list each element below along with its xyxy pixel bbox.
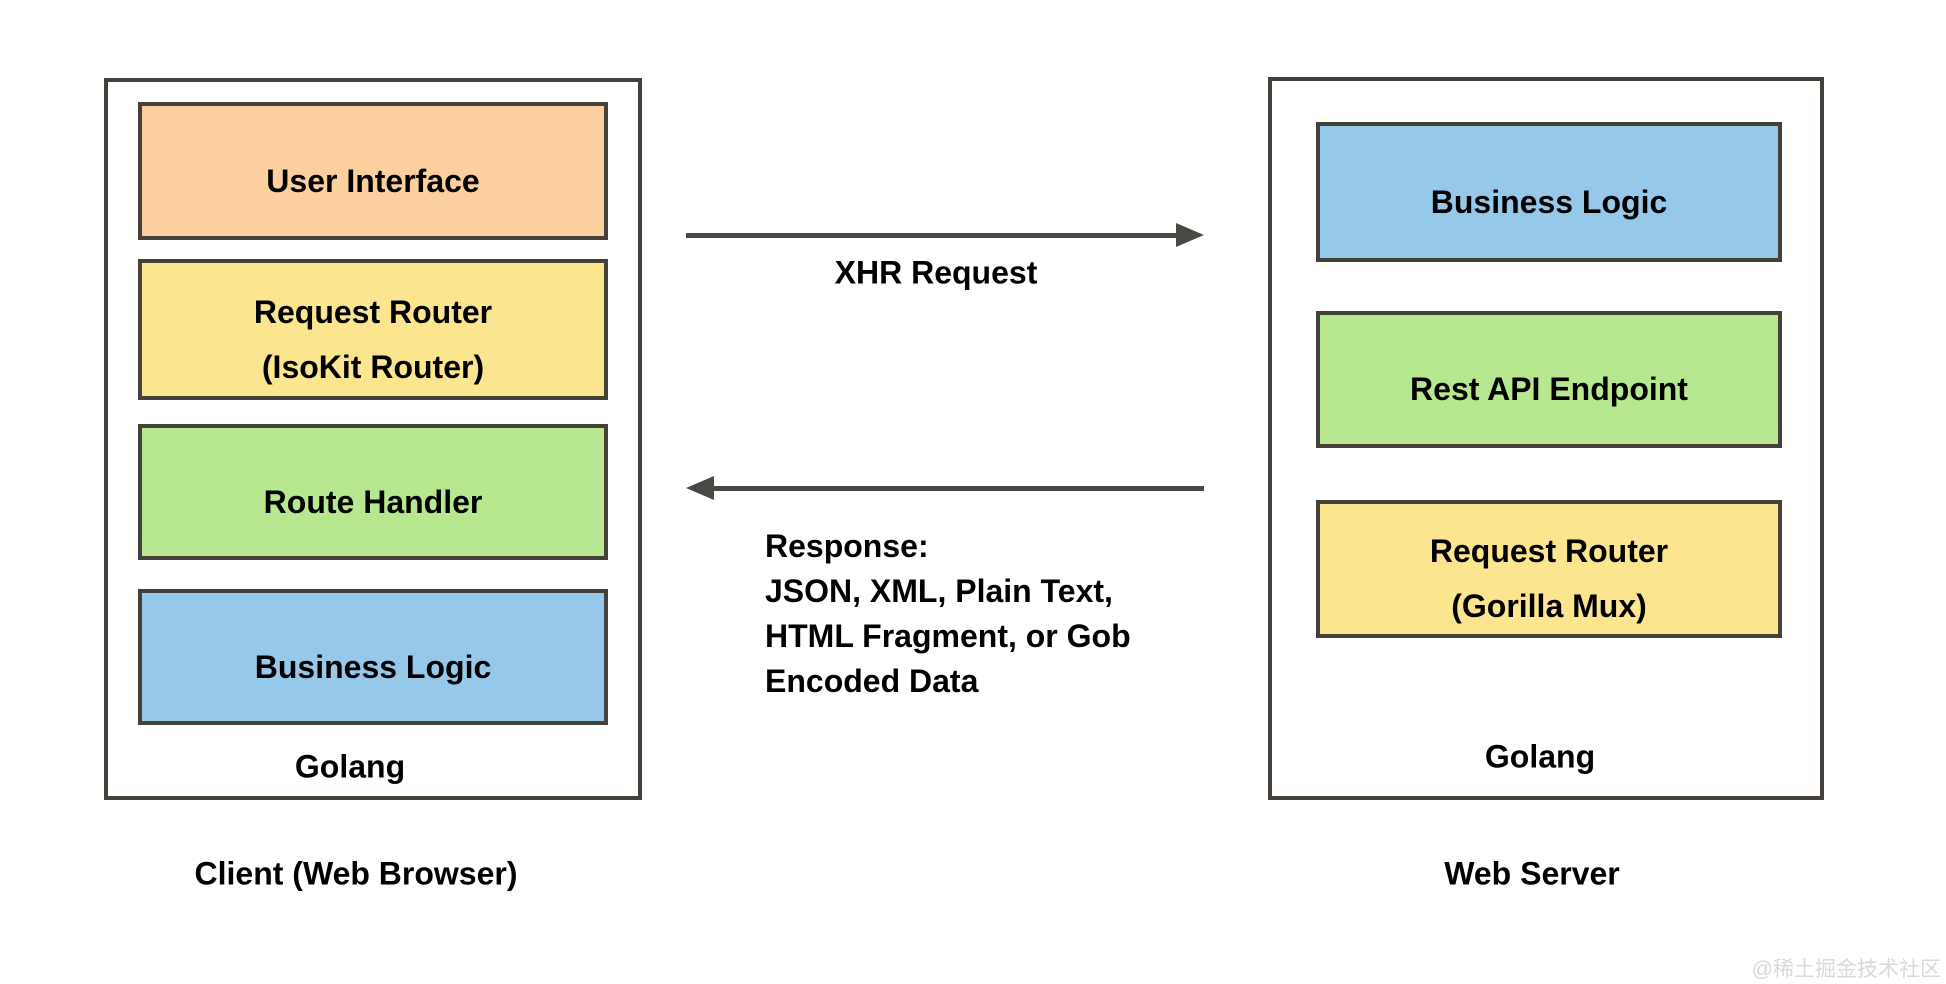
response-label-line: HTML Fragment, or Gob	[765, 618, 1131, 654]
client-box-route-handler: Route Handler	[138, 424, 608, 560]
request-arrowhead-right-icon	[1176, 223, 1204, 247]
box-label: Rest API Endpoint	[1410, 371, 1688, 407]
box-label: Business Logic	[254, 648, 492, 685]
client-caption: Client (Web Browser)	[194, 855, 518, 892]
box-label: User Interface	[266, 162, 480, 199]
response-arrow-label: Response: JSON, XML, Plain Text, HTML Fr…	[765, 524, 1131, 704]
client-runtime-label: Golang	[294, 748, 406, 785]
response-arrowhead-left-icon	[686, 476, 714, 500]
response-label-line: Encoded Data	[765, 663, 979, 699]
box-sublabel: (IsoKit Router)	[261, 348, 485, 385]
server-box-rest-api-endpoint: Rest API Endpoint	[1316, 311, 1782, 448]
box-label: Request Router	[1429, 533, 1669, 569]
response-label-line: JSON, XML, Plain Text,	[765, 573, 1113, 609]
server-box-business-logic: Business Logic	[1316, 122, 1782, 262]
request-arrow-line	[686, 233, 1176, 238]
server-caption: Web Server	[1444, 855, 1620, 892]
server-runtime-label: Golang	[1484, 738, 1596, 775]
client-box-request-router: Request Router (IsoKit Router)	[138, 259, 608, 400]
response-arrow-line	[714, 486, 1204, 491]
response-label-line: Response:	[765, 528, 929, 564]
client-box-business-logic: Business Logic	[138, 589, 608, 725]
request-arrow-label: XHR Request	[834, 254, 1038, 291]
box-label: Route Handler	[263, 483, 483, 520]
client-box-user-interface: User Interface	[138, 102, 608, 240]
server-box-request-router: Request Router (Gorilla Mux)	[1316, 500, 1782, 638]
box-label: Business Logic	[1430, 183, 1668, 220]
box-label: Request Router	[253, 293, 493, 330]
watermark: @稀土掘金技术社区	[1751, 958, 1941, 981]
box-sublabel: (Gorilla Mux)	[1451, 588, 1647, 624]
